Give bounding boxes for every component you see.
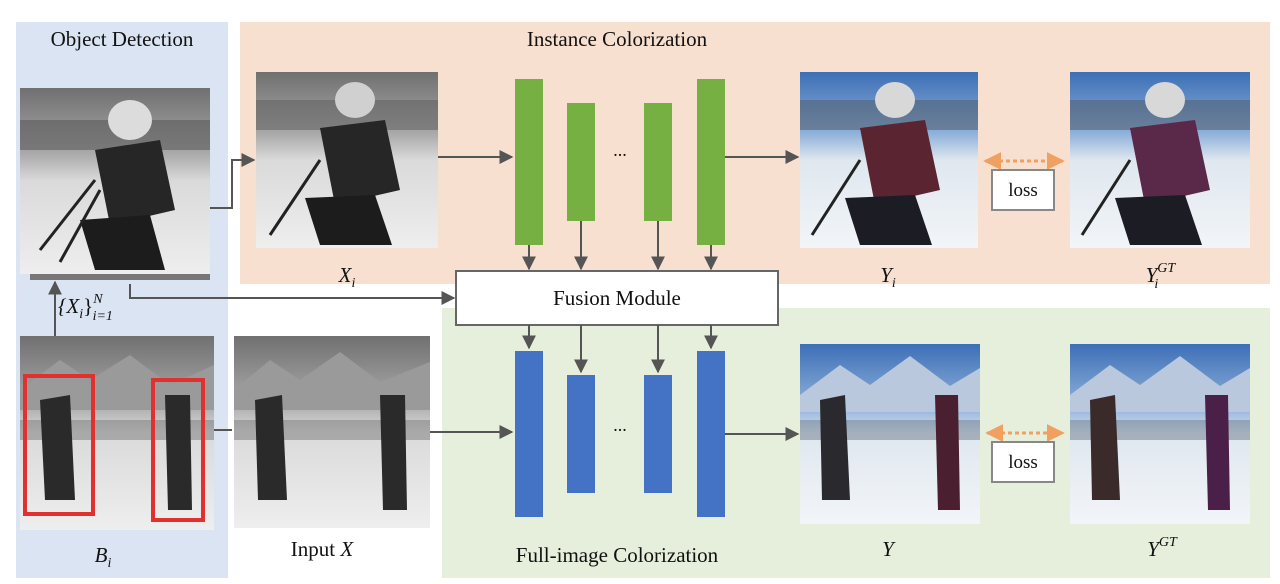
- instance-crop-image: [20, 88, 210, 274]
- label-y-gt: YGT: [1147, 535, 1178, 561]
- loss-label-bottom: loss: [1008, 452, 1038, 473]
- loss-label-top: loss: [1008, 180, 1038, 201]
- detection-input-image: [20, 336, 214, 530]
- xi-image: [256, 72, 438, 248]
- instance-crops-stack: [20, 88, 210, 280]
- ellipsis-top: ...: [613, 140, 627, 160]
- fusion-module-box: [455, 270, 779, 326]
- ellipsis-bottom: ...: [613, 415, 627, 435]
- arrow-set-to-fusion: [129, 284, 456, 305]
- object-detection-title: Object Detection: [51, 27, 194, 51]
- label-y: Y: [882, 537, 896, 561]
- green-block-4: [697, 79, 725, 245]
- label-input-x: Input X: [291, 537, 355, 561]
- input-x-image: [234, 336, 430, 528]
- y-image: [800, 344, 980, 524]
- full-image-network: ...: [515, 351, 725, 517]
- green-block-2: [567, 103, 595, 221]
- yi-gt-image: [1070, 72, 1250, 248]
- label-xi: Xi: [338, 263, 356, 291]
- yi-image: [800, 72, 978, 248]
- blue-block-4: [697, 351, 725, 517]
- green-block-1: [515, 79, 543, 245]
- loss-box-top: [991, 169, 1055, 211]
- full-image-colorization-title: Full-image Colorization: [516, 543, 719, 567]
- blue-block-3: [644, 375, 672, 493]
- label-bi: Bi: [95, 543, 112, 571]
- label-yi: Yi: [880, 263, 896, 291]
- loss-box-bottom: [991, 441, 1055, 483]
- instance-network: ...: [515, 79, 725, 245]
- arrow-crops-to-xi: [210, 153, 256, 209]
- green-block-3: [644, 103, 672, 221]
- fusion-module-label: Fusion Module: [553, 286, 681, 310]
- blue-block-2: [567, 375, 595, 493]
- instance-colorization-title: Instance Colorization: [527, 27, 708, 51]
- bounding-box-left: [23, 374, 95, 516]
- svg-text:{Xi}Ni=1: {Xi}Ni=1: [58, 292, 113, 324]
- blue-block-1: [515, 351, 543, 517]
- bounding-box-right: [151, 378, 205, 522]
- y-gt-image: [1070, 344, 1250, 524]
